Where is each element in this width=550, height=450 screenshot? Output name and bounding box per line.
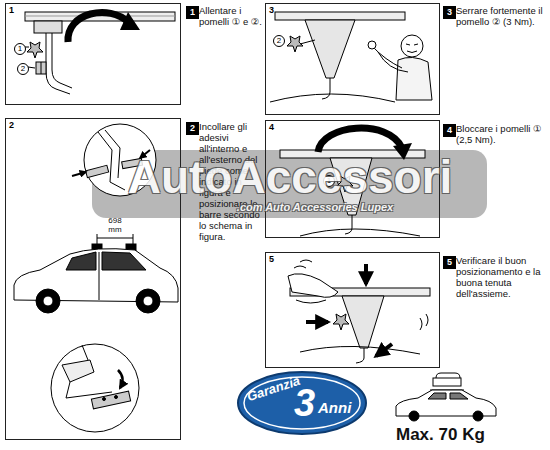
step-number-box: 1: [186, 6, 199, 19]
step-number-box: 5: [443, 256, 456, 269]
badge-ellipse: [238, 372, 366, 434]
watermark-band: [92, 150, 487, 218]
callout-number: 2: [17, 63, 29, 75]
panel-number: 4: [269, 122, 274, 132]
instruction-text: Allentare i pomelli ① e ②.: [199, 5, 263, 27]
callout-number: 1: [18, 45, 22, 53]
max-load-label: Max. 70 Kg: [396, 425, 536, 445]
instruction-text: Serrare fortemente il pomello ② (3 Nm).: [456, 5, 544, 27]
panel-number: 3: [269, 5, 274, 15]
step-number-box: 4: [443, 124, 456, 137]
step-number: 1: [190, 8, 195, 17]
step-number-box: 2: [186, 122, 199, 135]
warranty-badge: Garanzia3Anni: [236, 370, 368, 436]
panel-one-drawing: [25, 12, 175, 94]
step-number: 3: [447, 8, 452, 17]
callout-number: 1: [14, 43, 26, 55]
watermark: AutoAccessori: [100, 152, 480, 202]
step-number: 4: [447, 126, 452, 135]
badge-text: 3: [294, 384, 315, 422]
watermark: .com Auto Accessories Lupex: [150, 201, 480, 214]
panel-number: 5: [269, 254, 274, 264]
callout-number: 2: [273, 35, 285, 47]
callout-number: 2: [277, 37, 281, 45]
max-load-car: [396, 373, 496, 421]
panel-three-drawing: [270, 12, 432, 102]
step-number-box: 3: [443, 6, 456, 19]
instruction-text: Bloccare i pomelli ① (2,5 Nm).: [456, 123, 544, 145]
dimension-label: 698 mm: [103, 216, 127, 234]
step-panel: 23: [265, 3, 440, 115]
step-panel: 1 2 1: [5, 3, 181, 105]
step-panel: 5: [265, 252, 440, 368]
instruction-text: Verificare il buon posizionamento e la b…: [456, 255, 544, 299]
step-number: 2: [190, 124, 195, 133]
badge-text: Anni: [318, 400, 351, 415]
step-number: 5: [447, 258, 452, 267]
panel-number: 2: [9, 120, 14, 130]
panel-five-drawing: [288, 260, 430, 363]
callout-number: 2: [21, 65, 25, 73]
panel-number: 1: [9, 5, 14, 15]
